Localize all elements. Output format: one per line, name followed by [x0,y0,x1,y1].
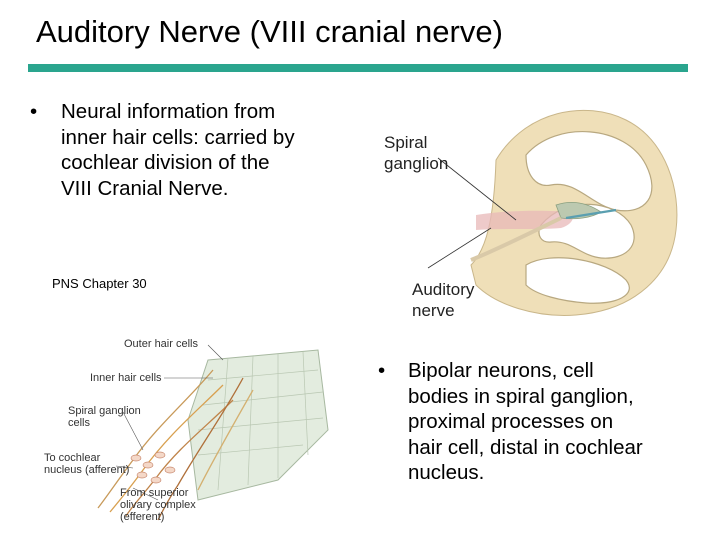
auditory-nerve-leader [427,227,492,269]
cochlear-nucleus-label-line1: To cochlear [44,452,101,464]
cochlear-turn-lower [525,257,630,304]
hair-cell-leaders [115,344,224,501]
title-divider [28,64,688,72]
bullet-text: Neural information from inner hair cells… [61,100,295,200]
auditory-nerve-label-line2: nerve [412,301,455,320]
spiral-ganglion-label-line2: ganglion [384,154,448,173]
cochlear-nucleus-label-line2: nucleus (afferent) [44,464,129,476]
auditory-nerve-label-line1: Auditory [412,280,475,299]
superior-olivary-label-line1: From superior [120,487,189,499]
spiral-ganglion-label-line1: Spiral [384,133,427,152]
spiral-ganglion-cells [130,451,176,484]
chapter-caption: PNS Chapter 30 [52,276,147,291]
superior-olivary-label-line3: (efferent) [120,511,164,523]
bullet-text: Bipolar neurons, cell bodies in spiral g… [408,359,643,484]
organ-of-corti-block [187,349,329,501]
afferent-fibers [97,369,254,521]
slide-title: Auditory Nerve (VIII cranial nerve) [36,14,503,49]
cell-grid [197,351,324,491]
bullet-bipolar-neurons: • Bipolar neurons, cell bodies in spiral… [378,358,708,488]
cochlea-cross-section-figure: Spiral ganglion Auditory nerve [384,109,678,320]
inner-hair-cells-label: Inner hair cells [90,372,162,384]
bullet-symbol: • [30,100,38,123]
cochlear-turn-upper [525,131,653,212]
spiral-ganglion-cells-label-line2: cells [68,417,91,429]
superior-olivary-label-line2: olivary complex [120,499,196,511]
spiral-ganglion-cells-label-line1: Spiral ganglion [68,405,141,417]
spiral-ganglion-leader [437,157,517,221]
bullet-neural-information: • Neural information from inner hair cel… [30,99,350,209]
hair-cell-innervation-figure: Outer hair cells Inner hair cells Spiral… [44,338,329,523]
auditory-nerve-fibers [470,216,562,262]
outer-hair-cells-label: Outer hair cells [124,338,198,350]
bullet-symbol: • [378,359,386,382]
basilar-membrane [565,208,617,220]
